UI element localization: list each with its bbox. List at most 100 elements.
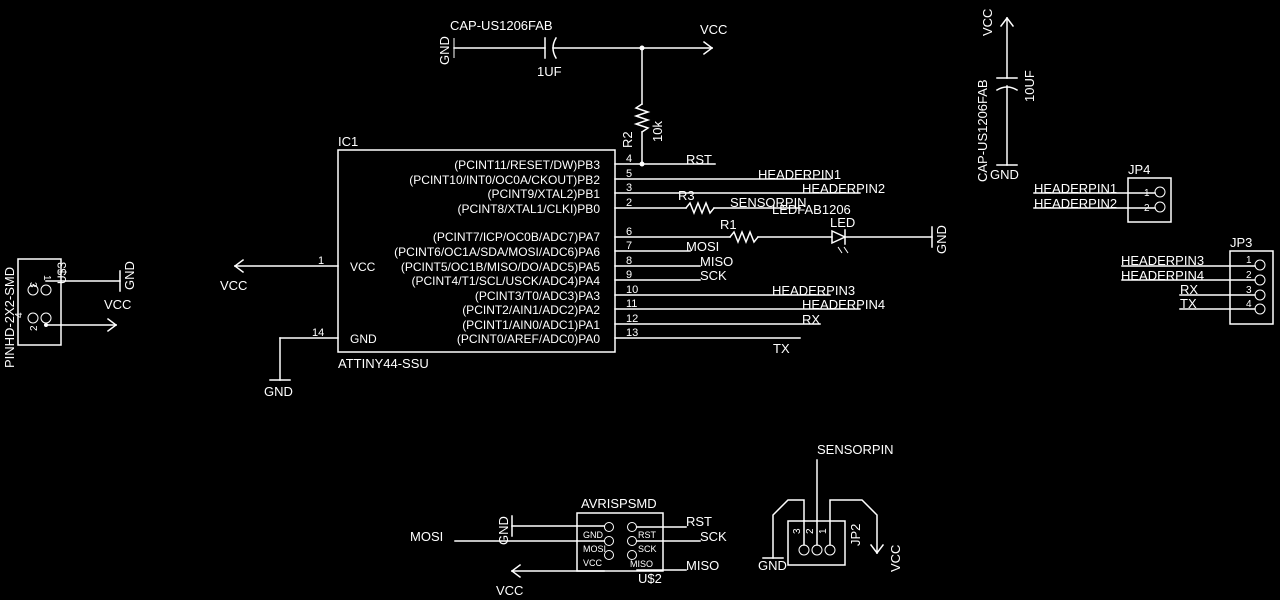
ic1-vcc-pin: VCC bbox=[350, 260, 376, 274]
jp3-net: HEADERPIN4 bbox=[1121, 268, 1204, 283]
jp3-pin: 1 bbox=[1246, 255, 1252, 266]
jp2-name: JP2 bbox=[848, 524, 863, 546]
r3-name: R3 bbox=[678, 188, 695, 203]
ic1-pin-num: 2 bbox=[626, 197, 632, 209]
us2-value: AVRISPSMD bbox=[581, 496, 657, 511]
ic1-attiny44: IC1 ATTINY44-SSU VCC GND 1 14 (PCINT11/R… bbox=[312, 134, 638, 371]
net-headerpin1: HEADERPIN1 bbox=[758, 167, 841, 182]
avr-net-rst: RST bbox=[686, 514, 712, 529]
ic1-pin-num: 9 bbox=[626, 269, 632, 281]
led-symbol: GND bbox=[831, 225, 949, 254]
gnd-label-cap2: GND bbox=[990, 167, 1019, 182]
net-sensorpin: SENSORPIN bbox=[730, 195, 807, 210]
jp3-net: TX bbox=[1180, 296, 1197, 311]
net-sck: SCK bbox=[700, 268, 727, 283]
r1-name: R1 bbox=[720, 217, 737, 232]
cap1-name: CAP-US1206FAB bbox=[450, 18, 553, 33]
ic1-pin-num: 3 bbox=[626, 182, 632, 194]
jp4-net: HEADERPIN2 bbox=[1034, 196, 1117, 211]
us3-pin: 2 bbox=[29, 325, 40, 331]
net-headerpin4: HEADERPIN4 bbox=[802, 297, 885, 312]
gnd-label-led: GND bbox=[934, 225, 949, 254]
net-headerpin3: HEADERPIN3 bbox=[772, 283, 855, 298]
avr-pin-gnd: GND bbox=[583, 530, 604, 540]
ic1-pin-num: 12 bbox=[626, 313, 638, 325]
ic1-pin-label: (PCINT1/AIN0/ADC1)PA1 bbox=[462, 318, 600, 332]
capacitor-10uf: VCC CAP-US1206FAB 10UF GND bbox=[975, 9, 1037, 182]
ic1-pin-label: (PCINT9/XTAL2)PB1 bbox=[488, 187, 601, 201]
us3-name: U$3 bbox=[55, 262, 69, 284]
cap1-value: 1UF bbox=[537, 64, 562, 79]
net-tx: TX bbox=[773, 341, 790, 356]
r2-name: R2 bbox=[620, 131, 635, 148]
vcc-label-avr: VCC bbox=[496, 583, 523, 598]
vcc-label-jp2: VCC bbox=[888, 545, 903, 572]
ic1-pin-num: 6 bbox=[626, 226, 632, 238]
jp4-net: HEADERPIN1 bbox=[1034, 181, 1117, 196]
ic1-signal-wires bbox=[614, 163, 861, 339]
vcc-label-cap2: VCC bbox=[980, 9, 995, 36]
jp3-pin: 4 bbox=[1246, 299, 1252, 310]
gnd-label-jp2: GND bbox=[758, 558, 787, 573]
ic1-pin-label: (PCINT4/T1/SCL/USCK/ADC4)PA4 bbox=[412, 274, 601, 288]
avr-pin-sck: SCK bbox=[638, 544, 657, 554]
ic1-pin-num: 13 bbox=[626, 327, 638, 339]
net-miso: MISO bbox=[700, 254, 733, 269]
us3-pin: 4 bbox=[14, 312, 25, 318]
gnd-label-us3: GND bbox=[122, 261, 137, 290]
avr-net-mosi: MOSI bbox=[410, 529, 443, 544]
led-name: LED bbox=[830, 215, 855, 230]
ic1-pin-label: (PCINT5/OC1B/MISO/DO/ADC5)PA5 bbox=[401, 260, 600, 274]
avr-pin-rst: RST bbox=[638, 530, 657, 540]
ic1-pin-label: (PCINT6/OC1A/SDA/MOSI/ADC6)PA6 bbox=[394, 245, 600, 259]
header-us3: 3 1 4 2 PINHD-2X2-SMD U$3 GND VCC bbox=[2, 258, 137, 368]
ic1-value: ATTINY44-SSU bbox=[338, 356, 429, 371]
jp3-net: RX bbox=[1180, 282, 1198, 297]
ic1-pin-label: (PCINT3/T0/ADC3)PA3 bbox=[475, 289, 600, 303]
gnd-label-avr: GND bbox=[496, 516, 511, 545]
ic1-pin-label: (PCINT8/XTAL1/CLKI)PB0 bbox=[458, 202, 601, 216]
cap2-name: CAP-US1206FAB bbox=[975, 79, 990, 182]
ic1-gnd-pin: GND bbox=[350, 332, 377, 346]
gnd-label-ic: GND bbox=[264, 384, 293, 399]
ic1-name: IC1 bbox=[338, 134, 358, 149]
cap2-value: 10UF bbox=[1022, 70, 1037, 102]
ic1-pin-num: 10 bbox=[626, 284, 638, 296]
ic1-pin-num: 11 bbox=[626, 298, 637, 310]
led-value: LEDFAB1206 bbox=[772, 202, 851, 217]
avr-net-miso: MISO bbox=[686, 558, 719, 573]
us3-pin: 1 bbox=[41, 275, 52, 281]
ic1-pin-num: 5 bbox=[626, 168, 632, 180]
jp2-net-sensorpin: SENSORPIN bbox=[817, 442, 894, 457]
jp3-name: JP3 bbox=[1230, 235, 1252, 250]
vcc-label-ic: VCC bbox=[220, 278, 247, 293]
resistor-r2: R2 10k bbox=[620, 47, 665, 167]
jp2-pin: 3 bbox=[792, 528, 803, 534]
ic1-pin14-num: 14 bbox=[312, 327, 324, 339]
jp3-pin: 3 bbox=[1246, 285, 1252, 296]
capacitor-1uf: CAP-US1206FAB 1UF VCC GND bbox=[437, 18, 727, 79]
us3-pin: 3 bbox=[27, 282, 38, 288]
ic1-pin-label: (PCINT11/RESET/DW)PB3 bbox=[454, 158, 600, 172]
ic1-pin1-num: 1 bbox=[318, 255, 324, 267]
us2-name: U$2 bbox=[638, 571, 662, 586]
net-headerpin2: HEADERPIN2 bbox=[802, 181, 885, 196]
vcc-label-us3: VCC bbox=[104, 297, 131, 312]
us3-value: PINHD-2X2-SMD bbox=[2, 267, 17, 368]
avr-pin-vcc: VCC bbox=[583, 558, 603, 568]
gnd-label-cap1: GND bbox=[437, 36, 452, 65]
net-rst: RST bbox=[686, 152, 712, 167]
jp3-net: HEADERPIN3 bbox=[1121, 253, 1204, 268]
ic1-pin-label: (PCINT7/ICP/OC0B/ADC7)PA7 bbox=[433, 230, 600, 244]
avr-pin-mosi: MOSI bbox=[583, 544, 606, 554]
header-jp3: JP3 1 2 3 4 HEADERPIN3 HEADERPIN4 RX TX bbox=[1121, 235, 1274, 325]
ic1-pin-label: (PCINT2/AIN1/ADC2)PA2 bbox=[462, 303, 600, 317]
ic1-power: VCC GND bbox=[220, 258, 339, 399]
jp3-pin: 2 bbox=[1246, 270, 1252, 281]
jp2-pin: 1 bbox=[818, 528, 829, 534]
header-jp2: 3 2 1 JP2 SENSORPIN GND VCC bbox=[758, 442, 903, 573]
avr-pin-miso: MISO bbox=[630, 559, 653, 569]
ic1-pin-num: 8 bbox=[626, 255, 632, 267]
header-jp4: JP4 1 2 HEADERPIN1 HEADERPIN2 bbox=[1033, 162, 1172, 223]
